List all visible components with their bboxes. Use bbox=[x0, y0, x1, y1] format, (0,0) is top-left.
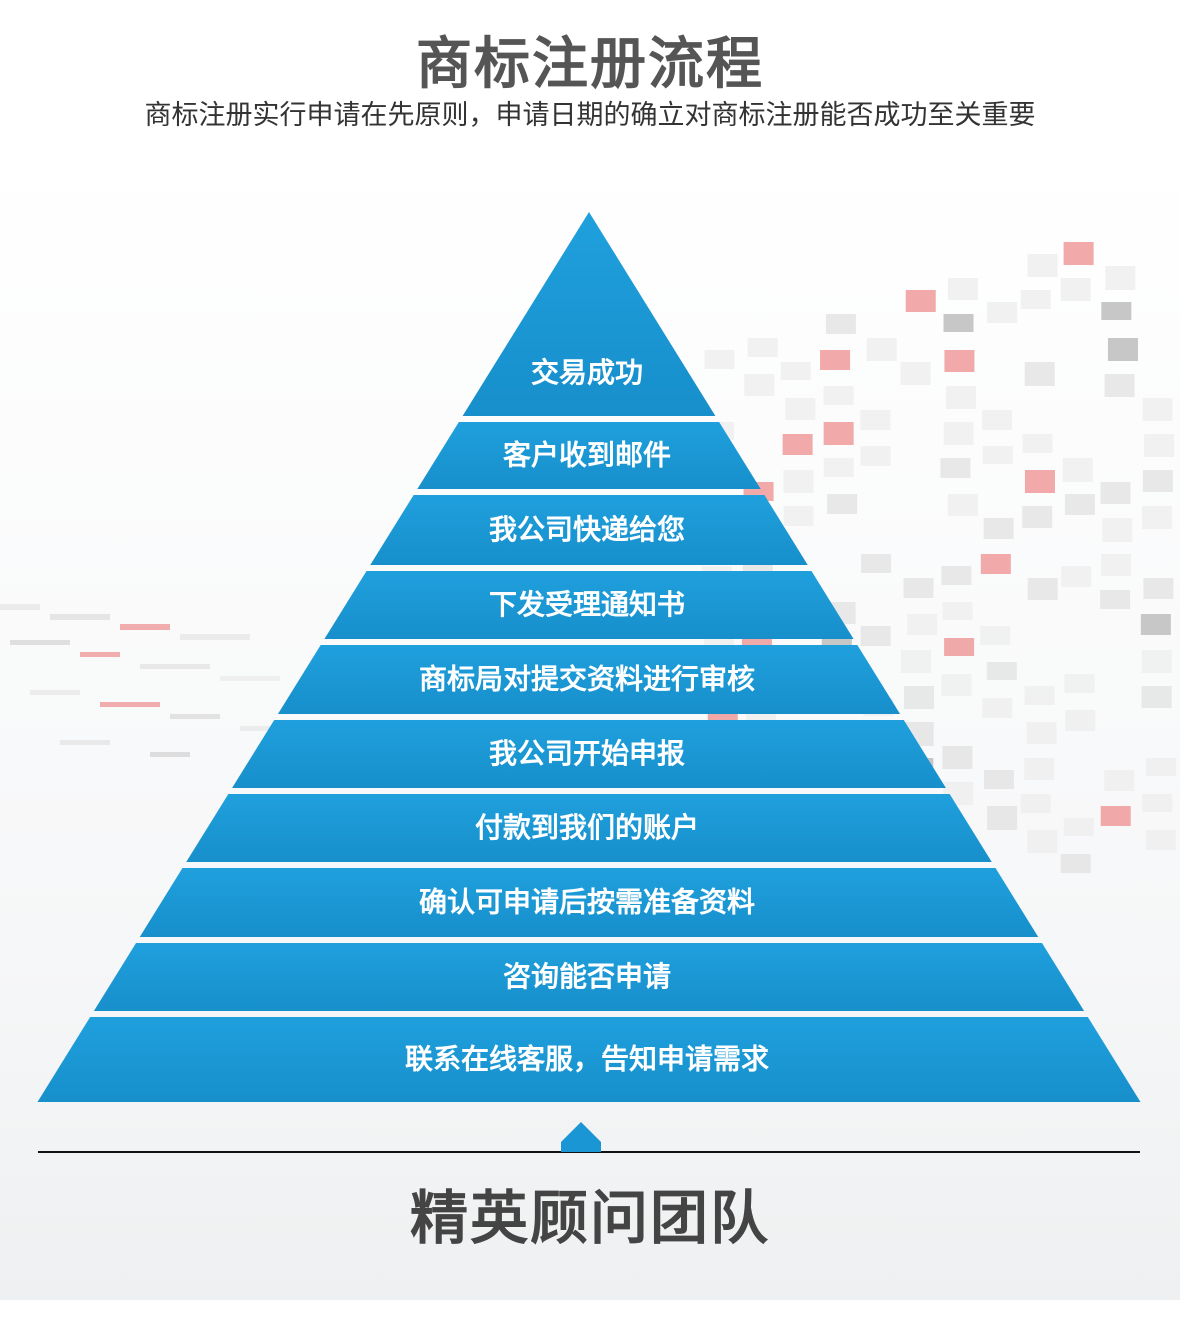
pyramid-tier-label: 交易成功 bbox=[531, 356, 643, 389]
pyramid-tier-label: 我公司快递给您 bbox=[489, 513, 685, 546]
pyramid-tier-label: 下发受理通知书 bbox=[489, 588, 685, 621]
pyramid-tier bbox=[370, 495, 808, 565]
page-title: 商标注册流程 bbox=[416, 32, 764, 97]
pyramid-tier-label: 联系在线客服，告知申请需求 bbox=[405, 1043, 769, 1076]
pyramid-tier bbox=[324, 571, 854, 639]
up-arrow-icon bbox=[561, 1122, 601, 1142]
divider bbox=[38, 1122, 1140, 1153]
pyramid-tier bbox=[232, 720, 946, 788]
header: 商标注册流程 商标注册实行申请在先原则，申请日期的确立对商标注册能否成功至关重要 bbox=[0, 0, 1180, 150]
pyramid-tier bbox=[139, 868, 1039, 937]
footer-title: 精英顾问团队 bbox=[409, 1184, 770, 1252]
pyramid-tier bbox=[462, 212, 716, 416]
pyramid-tier-label: 咨询能否申请 bbox=[503, 960, 671, 993]
pyramid-tier bbox=[93, 943, 1085, 1011]
pyramid-tier-label: 确认可申请后按需准备资料 bbox=[419, 886, 755, 919]
pyramid-tier-label: 商标局对提交资料进行审核 bbox=[419, 663, 755, 696]
page-subtitle: 商标注册实行申请在先原则，申请日期的确立对商标注册能否成功至关重要 bbox=[144, 100, 1036, 131]
pyramid-tier-label: 客户收到邮件 bbox=[503, 439, 671, 472]
pyramid-tier-label: 我公司开始申报 bbox=[489, 737, 685, 770]
pyramid-tier bbox=[37, 1017, 1141, 1102]
pyramid-tier bbox=[277, 645, 901, 714]
pyramid-tier-label: 付款到我们的账户 bbox=[475, 811, 699, 844]
arrow-base bbox=[561, 1142, 601, 1152]
pyramid-tier bbox=[417, 422, 761, 489]
pyramid-tier bbox=[186, 794, 992, 862]
pyramid: 交易成功客户收到邮件我公司快递给您下发受理通知书商标局对提交资料进行审核我公司开… bbox=[37, 212, 1141, 1102]
